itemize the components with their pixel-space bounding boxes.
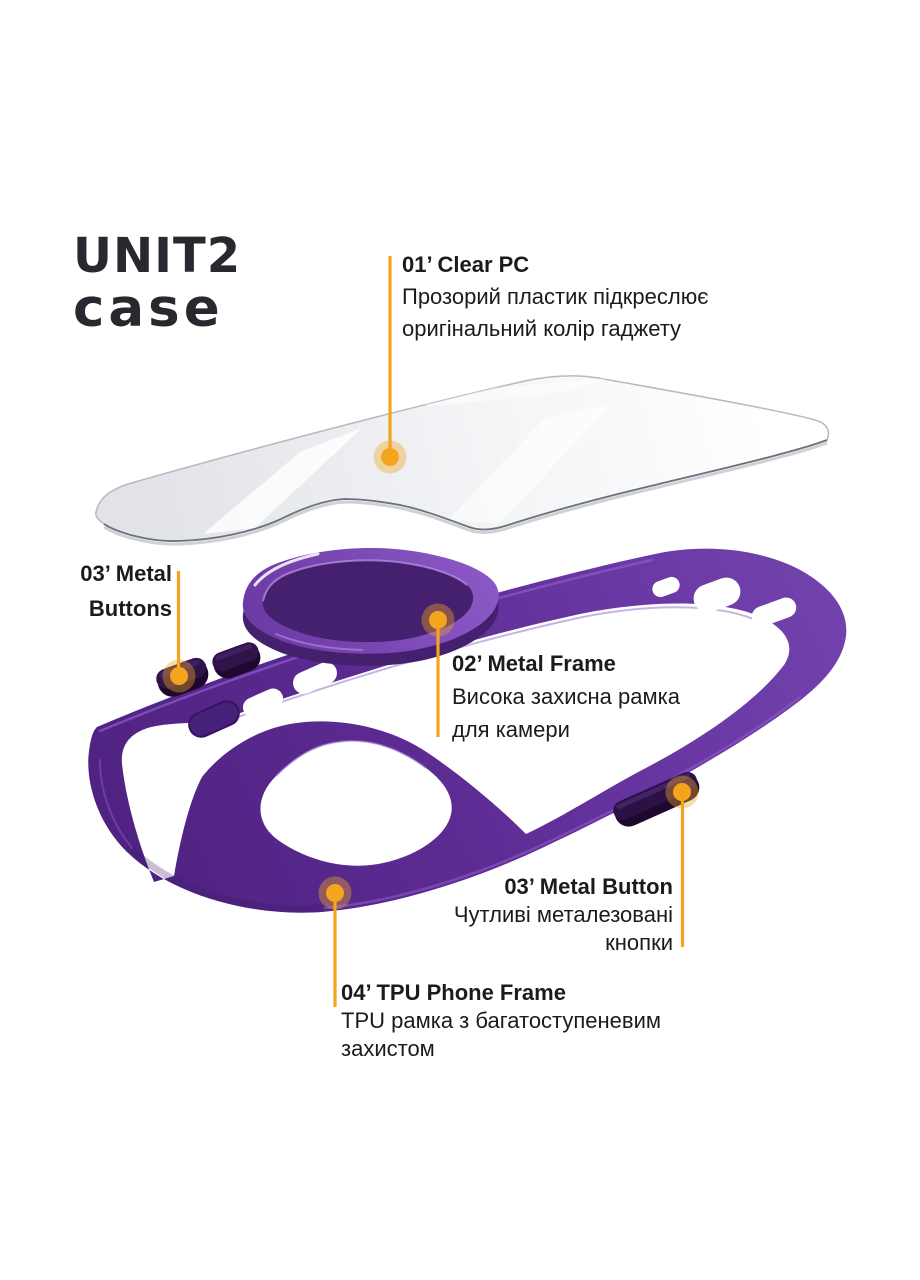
power-button-hole: [555, 772, 609, 812]
callout-title: Buttons: [88, 596, 172, 621]
brand-logo: UNIT2 case: [73, 232, 241, 335]
callout-dots: [162, 440, 699, 910]
callout-body-line: Чутливі металезовані: [453, 902, 673, 927]
callout-pointers: [176, 256, 685, 1007]
callout-tpu-frame: 04’ TPU Phone Frame TPU рамка з багатост…: [341, 979, 661, 1063]
callout-body-line: Прозорий пластик підкреслює: [402, 284, 709, 309]
top-pill-hole: [751, 597, 797, 627]
callout-dot-03-left: [170, 667, 188, 685]
mute-switch-hole: [652, 576, 680, 598]
callout-body-line: для камери: [452, 717, 570, 742]
top-oval-hole: [693, 577, 741, 613]
button-hole-2: [293, 662, 337, 694]
callout-metal-frame: 02’ Metal Frame Висока захисна рамка для…: [452, 647, 680, 746]
plate-shine: [203, 378, 612, 534]
callout-body-line: захистом: [341, 1036, 435, 1061]
callout-dot-01: [381, 448, 399, 466]
callout-dot-04: [326, 884, 344, 902]
side-cutouts: [188, 576, 797, 812]
callout-title: 02’ Metal Frame: [452, 651, 616, 676]
callout-title: 03’ Metal Button: [504, 874, 673, 899]
callout-metal-buttons: 03’ Metal Buttons: [80, 556, 172, 626]
camera-metal-frame: [242, 547, 499, 666]
metal-button-small-2: [212, 642, 261, 679]
brand-logo-line2: case: [73, 278, 224, 339]
callout-title: 01’ Clear PC: [402, 252, 530, 277]
callout-body-line: Висока захисна рамка: [452, 684, 680, 709]
callout-dot-03-right: [673, 783, 691, 801]
callout-body-line: TPU рамка з багатоступеневим: [341, 1008, 662, 1033]
callout-clear-pc: 01’ Clear PC Прозорий пластик підкреслює…: [402, 249, 708, 345]
callout-body-line: кнопки: [605, 930, 673, 955]
button-hole-1: [242, 688, 284, 718]
callout-dot-02: [429, 611, 447, 629]
clear-pc-plate: [95, 375, 830, 546]
callout-body-line: оригінальний колір гаджету: [402, 316, 682, 341]
brand-logo-line1: UNIT2: [73, 228, 242, 284]
callout-title: 03’ Metal: [80, 561, 172, 586]
callout-metal-button: 03’ Metal Button Чутливі металезовані кн…: [454, 873, 673, 957]
recessed-port-cutout: [188, 700, 240, 738]
callout-title: 04’ TPU Phone Frame: [341, 980, 566, 1005]
